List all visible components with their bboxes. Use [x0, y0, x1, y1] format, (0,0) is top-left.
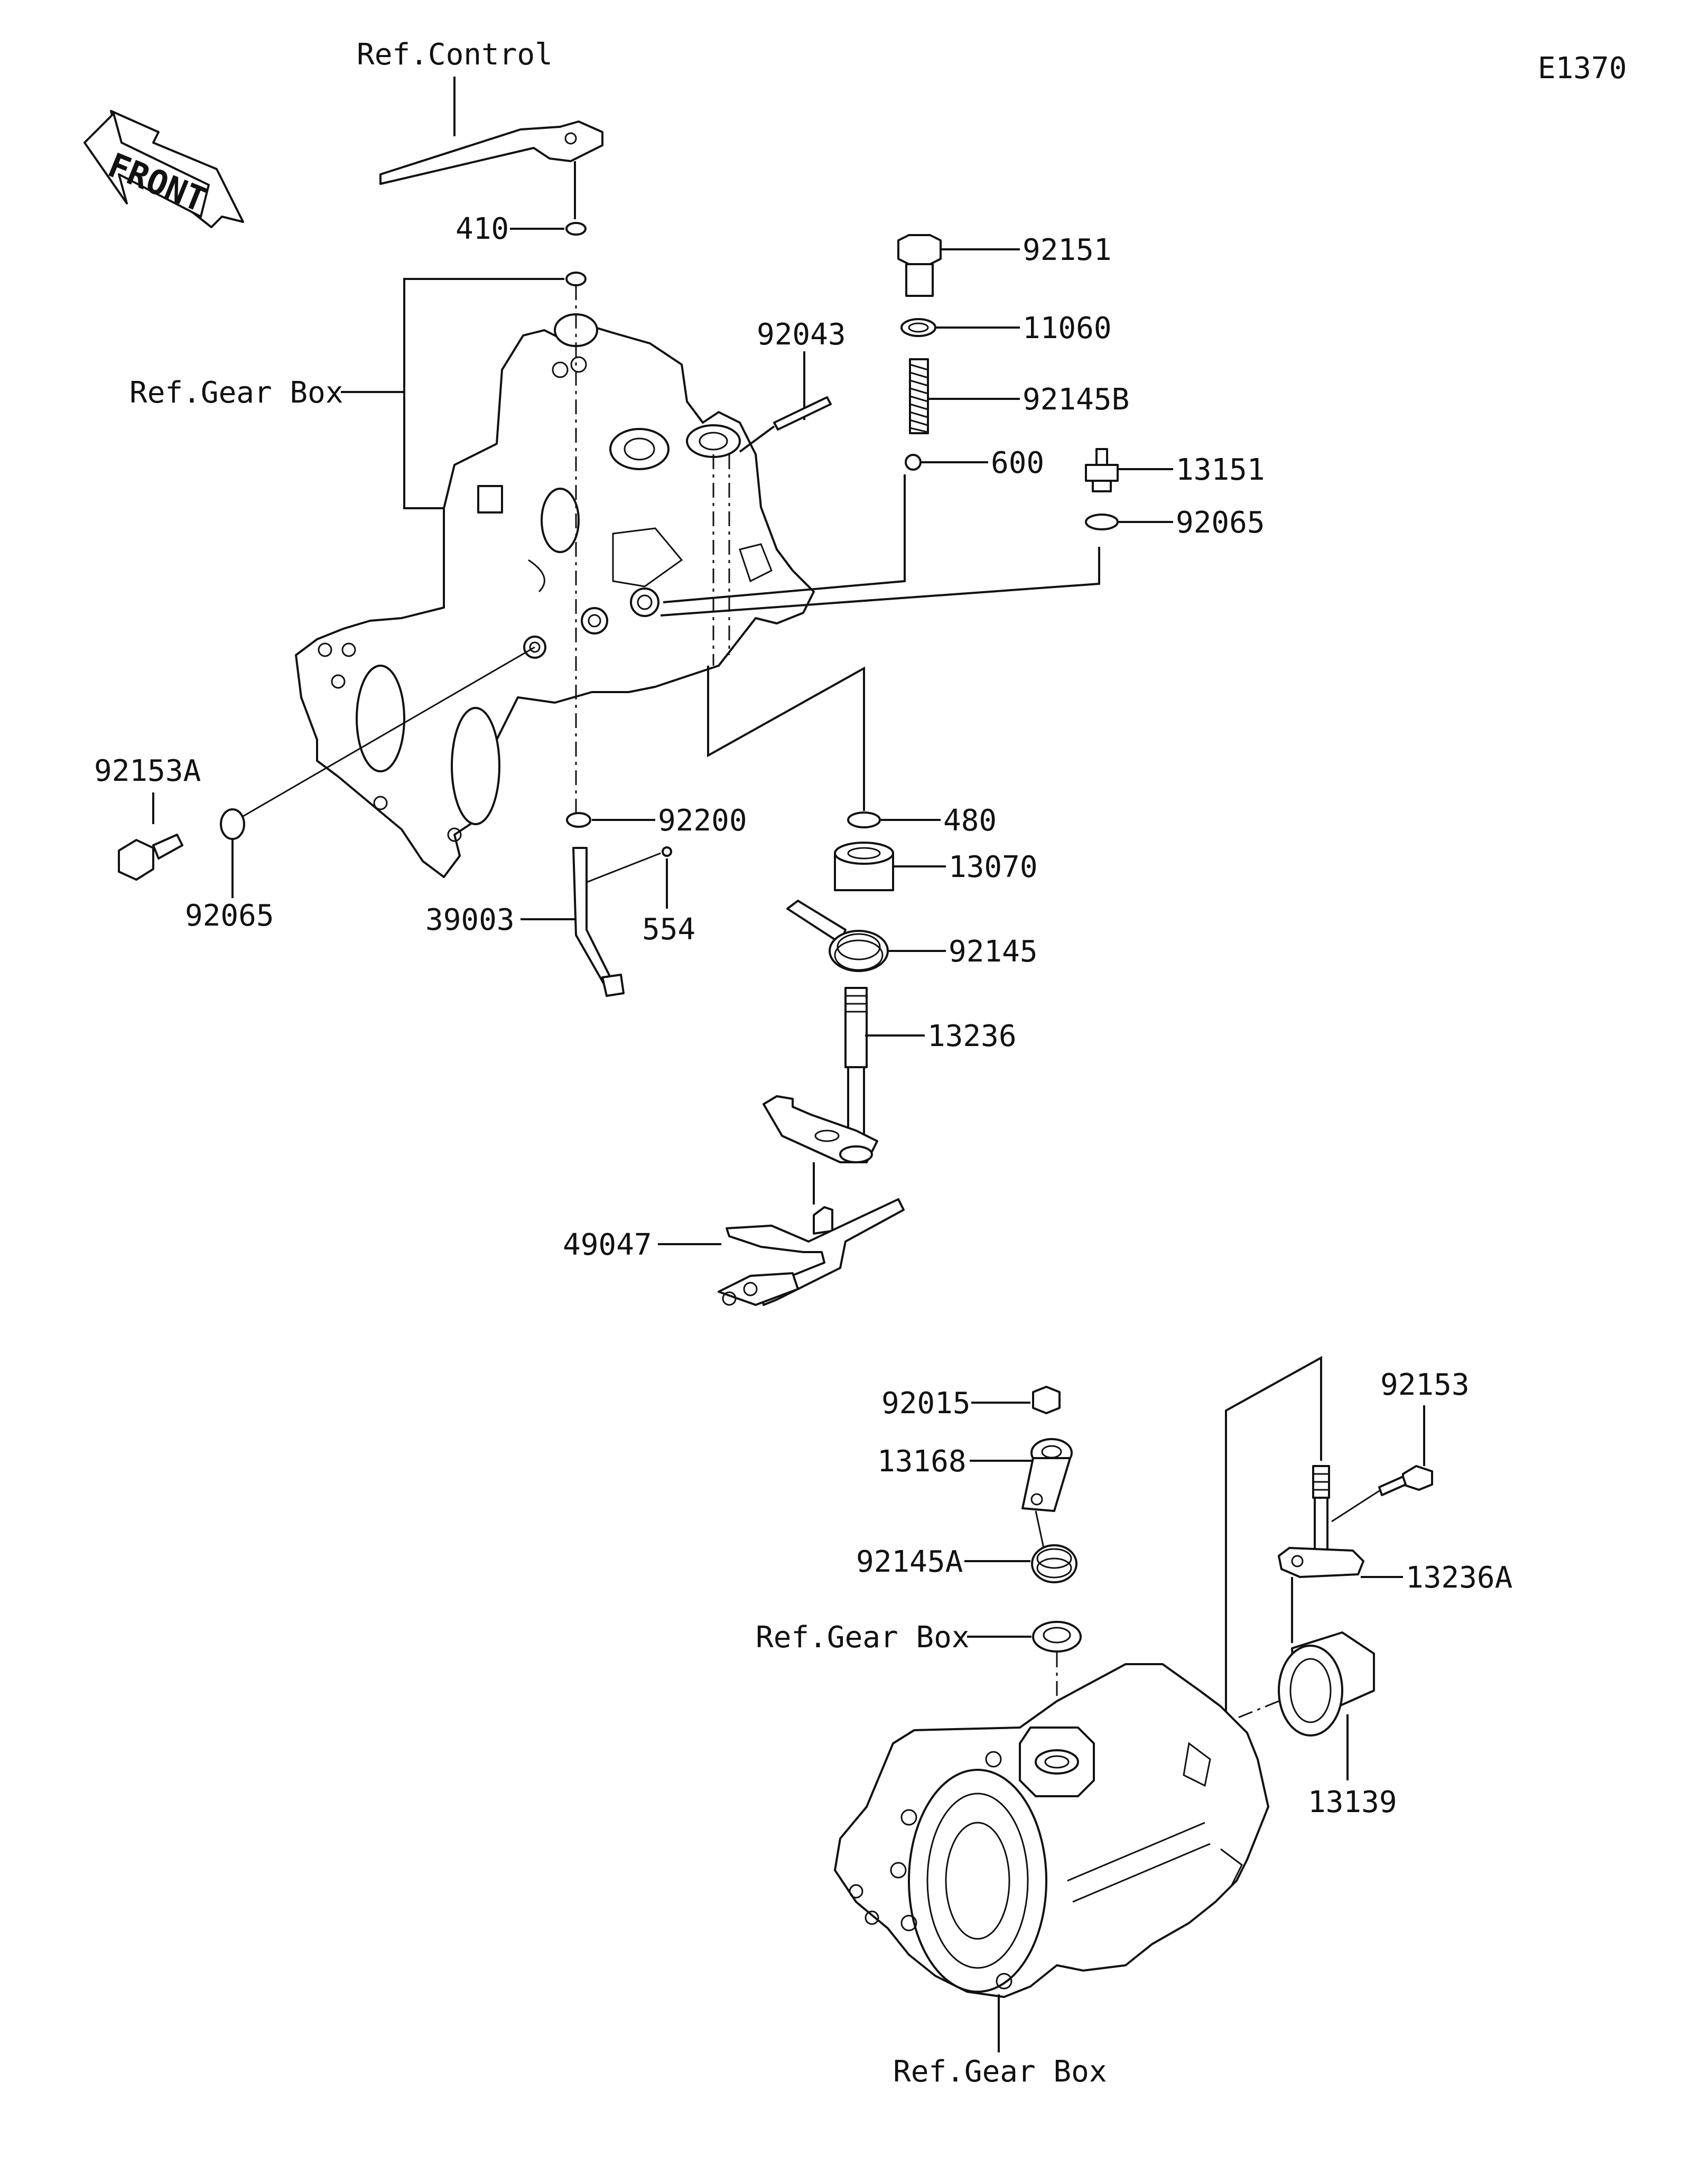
- label-92043: 92043: [757, 318, 846, 352]
- bolt-92151: [897, 234, 942, 297]
- label-13236A: 13236A: [1406, 1561, 1512, 1595]
- label-410: 410: [456, 212, 509, 246]
- label-92065-left: 92065: [185, 899, 274, 933]
- label-92065-right: 92065: [1176, 506, 1265, 540]
- washer-92065-right: [1085, 514, 1119, 530]
- label-13139: 13139: [1308, 1785, 1397, 1819]
- label-13236: 13236: [927, 1019, 1017, 1053]
- spring-92145B: [909, 358, 929, 434]
- label-39003: 39003: [425, 903, 515, 937]
- gasket-11060: [900, 318, 936, 337]
- pin-554: [662, 846, 672, 857]
- label-92145B: 92145B: [1023, 382, 1129, 417]
- bolt-92153: [1378, 1465, 1433, 1496]
- label-13168: 13168: [877, 1444, 967, 1479]
- label-11060: 11060: [1023, 311, 1112, 346]
- washer-480: [847, 811, 881, 828]
- ref-control-label: Ref.Control: [357, 38, 553, 72]
- label-600: 600: [991, 446, 1044, 480]
- sleeve-13139: [1278, 1631, 1375, 1737]
- label-49047: 49047: [563, 1228, 652, 1262]
- bolt-92153A: [118, 834, 183, 881]
- label-92151: 92151: [1023, 233, 1112, 267]
- label-92153: 92153: [1380, 1368, 1470, 1402]
- spring-92145A: [1031, 1510, 1077, 1583]
- washer-92065-left: [220, 808, 245, 840]
- seal-92200: [566, 812, 591, 828]
- label-13151: 13151: [1176, 453, 1265, 487]
- diagram-code: E1370: [1538, 51, 1627, 86]
- seal-upper: [565, 272, 587, 286]
- label-92153A: 92153A: [94, 754, 201, 788]
- lever-39003: [572, 847, 661, 997]
- label-554: 554: [642, 912, 695, 947]
- nut-92015: [1032, 1386, 1061, 1414]
- front-arrow-icon: FRONT: [83, 110, 244, 228]
- spring-92145: [786, 900, 889, 972]
- label-92145A: 92145A: [856, 1545, 963, 1579]
- control-bracket: [379, 120, 603, 185]
- ref-gear-box-upper-label: Ref.Gear Box: [129, 376, 343, 410]
- shaft-13236A: [1278, 1465, 1364, 1578]
- label-92200: 92200: [658, 804, 747, 838]
- ball-600: [905, 454, 922, 471]
- shift-shaft-13236: [763, 987, 878, 1163]
- lower-gear-box-housing: [834, 1663, 1269, 1998]
- pin-92043: [773, 396, 832, 431]
- oil-seal: [1032, 1621, 1082, 1653]
- label-13070: 13070: [949, 850, 1038, 884]
- switch-13151: [1085, 448, 1119, 492]
- ref-gear-box-bottom-label: Ref.Gear Box: [893, 2055, 1107, 2089]
- shift-fork-49047: [718, 1198, 905, 1306]
- label-480: 480: [943, 804, 997, 838]
- washer-410: [565, 222, 587, 236]
- arm-13168: [1021, 1438, 1073, 1512]
- ref-gear-box-lower-left-label: Ref.Gear Box: [756, 1620, 970, 1655]
- label-92145: 92145: [949, 935, 1038, 969]
- label-92015: 92015: [881, 1386, 971, 1421]
- bushing-13070: [834, 842, 894, 891]
- upper-gear-box-housing: [295, 313, 815, 878]
